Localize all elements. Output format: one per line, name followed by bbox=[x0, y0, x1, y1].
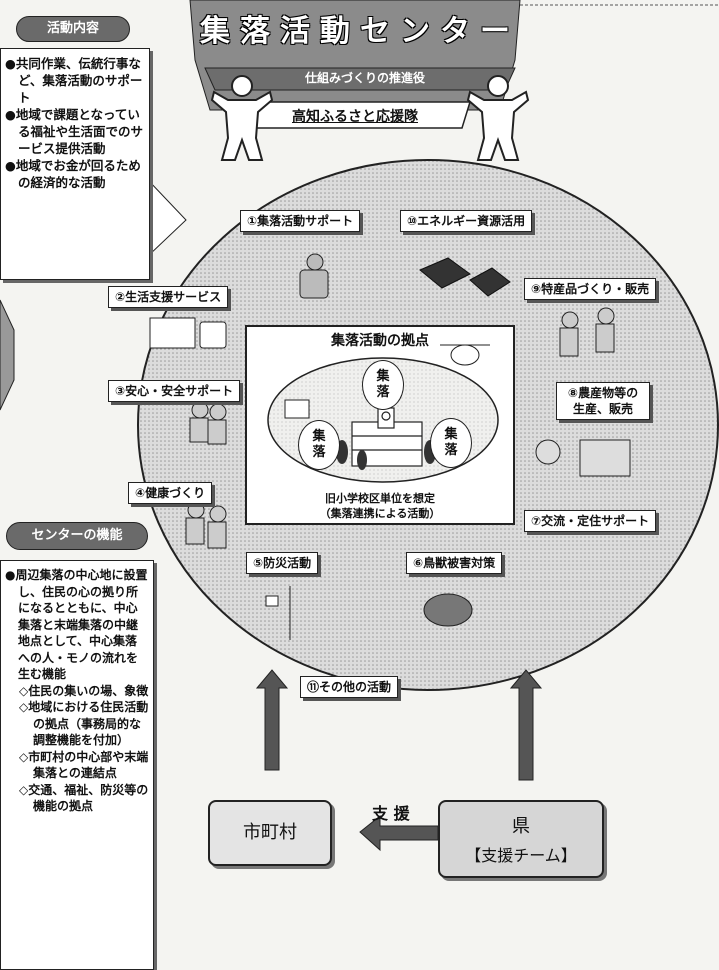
activity-label-7: ⑦交流・定住サポート bbox=[524, 510, 657, 532]
activity-label-2: ②生活支援サービス bbox=[108, 286, 229, 308]
municipality-label: 市町村 bbox=[243, 822, 297, 843]
page-title: 集落活動センター bbox=[200, 14, 520, 49]
activities-panel: ●共同作業、伝統行事など、集落活動のサポート ●地域で課題となっている福祉や生活… bbox=[0, 48, 150, 280]
activity-summary-item: ●共同作業、伝統行事など、集落活動のサポート bbox=[5, 56, 143, 105]
activity-label-11: ⑪その他の活動 bbox=[300, 676, 399, 698]
helicopter-icon bbox=[440, 344, 490, 366]
banner-subtitle: 仕組みづくりの推進役 bbox=[304, 71, 425, 85]
hub-caption-2: （集落連携による活動） bbox=[319, 507, 441, 520]
activity-label-6: ⑥鳥獣被害対策 bbox=[406, 552, 503, 574]
center-function-panel: ●周辺集落の中心地に設置し、住民の心の拠り所になるとともに、中心集落と末端集落の… bbox=[0, 560, 154, 970]
person-icon-left bbox=[210, 75, 274, 161]
activity-label-10: ⑩エネルギー資源活用 bbox=[400, 210, 533, 232]
activity-label-8: ⑧農産物等の生産、販売 bbox=[556, 382, 650, 420]
center-function-sub: ◇市町村の中心部や末端集落との連結点 bbox=[19, 749, 149, 781]
center-function-sub: ◇住民の集いの場、象徴 bbox=[19, 683, 149, 698]
hub-village-top: 集落 bbox=[362, 360, 404, 410]
activity-label-4: ④健康づくり bbox=[128, 482, 213, 504]
center-function-sub: ◇地域における住民活動の拠点（事務局的な調整機能を付加） bbox=[19, 700, 149, 747]
activity-label-9: ⑨特産品づくり・販売 bbox=[524, 278, 657, 300]
facility-icon bbox=[149, 317, 227, 349]
hub-village-right: 集落 bbox=[430, 418, 472, 468]
house-icon bbox=[284, 399, 310, 419]
village-label: 集落 bbox=[312, 429, 326, 460]
center-function-main: ●周辺集落の中心地に設置し、住民の心の拠り所になるとともに、中心集落と末端集落の… bbox=[5, 568, 148, 681]
activity-summary-item: ●地域でお金が回るための経済的な活動 bbox=[5, 158, 141, 190]
worker-figure-icon bbox=[299, 253, 329, 299]
prefecture-box: 県 【支援チーム】 bbox=[438, 800, 604, 878]
activity-label-1: ①集落活動サポート bbox=[240, 210, 361, 232]
activity-summary-item: ●地域で課題となっている福祉や生活面でのサービス提供活動 bbox=[5, 107, 144, 156]
village-label: 集落 bbox=[376, 369, 390, 400]
support-arrows bbox=[255, 669, 543, 852]
hub-title: 集落活動の拠点 bbox=[331, 333, 429, 349]
ribbon-label: 高知ふるさと応援隊 bbox=[292, 109, 418, 125]
center-function-sub: ◇交通、福祉、防災等の機能の拠点 bbox=[19, 782, 149, 814]
hub-caption-1: 旧小学校区単位を想定 bbox=[325, 492, 435, 505]
support-team-label: 【支援チーム】 bbox=[465, 846, 577, 865]
speaker-icon bbox=[265, 586, 291, 640]
center-function-header: センターの機能 bbox=[6, 522, 148, 550]
activity-label-3: ③安心・安全サポート bbox=[108, 380, 241, 402]
municipality-box: 市町村 bbox=[208, 800, 332, 866]
village-label: 集落 bbox=[444, 427, 458, 458]
activity-label-8-text: ⑧農産物等の生産、販売 bbox=[567, 386, 639, 416]
activity-label-5: ⑤防災活動 bbox=[246, 552, 319, 574]
person-icon-right bbox=[466, 75, 530, 161]
prefecture-label: 県 bbox=[512, 816, 530, 837]
people-figures-icon bbox=[185, 307, 615, 549]
activities-header: 活動内容 bbox=[16, 16, 130, 42]
support-label: 支 援 bbox=[372, 804, 410, 823]
farm-icon bbox=[535, 439, 631, 477]
hub-village-left: 集落 bbox=[298, 420, 340, 470]
animal-icon bbox=[423, 593, 473, 627]
solar-panel-icon bbox=[419, 257, 511, 297]
